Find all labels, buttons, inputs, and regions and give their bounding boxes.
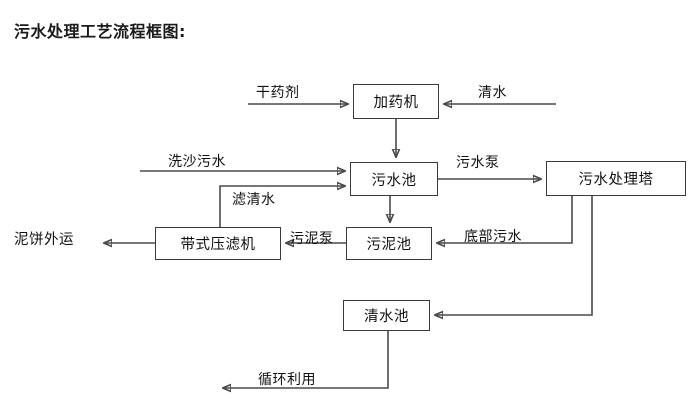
edge-label-dry-reagent: 干药剂 (256, 85, 300, 101)
node-clear-pool[interactable]: 清水池 (343, 300, 430, 331)
terminal-label-mud-cake-out: 泥饼外运 (14, 232, 74, 248)
node-sludge-pool[interactable]: 污泥池 (346, 227, 432, 260)
node-belt-press[interactable]: 带式压滤机 (155, 227, 281, 260)
wire-tower-to-clear-pool (435, 196, 593, 315)
edge-label-sand-wash-water: 洗沙污水 (168, 154, 226, 170)
node-treatment-tower[interactable]: 污水处理塔 (546, 161, 686, 196)
edge-label-clean-water: 清水 (478, 85, 507, 101)
edge-label-filtrate-water: 滤清水 (232, 192, 276, 208)
edge-label-bottom-sewage: 底部污水 (464, 229, 522, 245)
edge-label-sludge-pump: 污泥泵 (290, 231, 334, 247)
node-dosing-machine[interactable]: 加药机 (353, 84, 439, 119)
edge-label-recycle-use: 循环利用 (258, 372, 316, 388)
node-sewage-pool[interactable]: 污水池 (350, 162, 438, 196)
edge-label-sewage-pump: 污水泵 (456, 155, 500, 171)
page-title: 污水处理工艺流程框图: (14, 22, 186, 41)
